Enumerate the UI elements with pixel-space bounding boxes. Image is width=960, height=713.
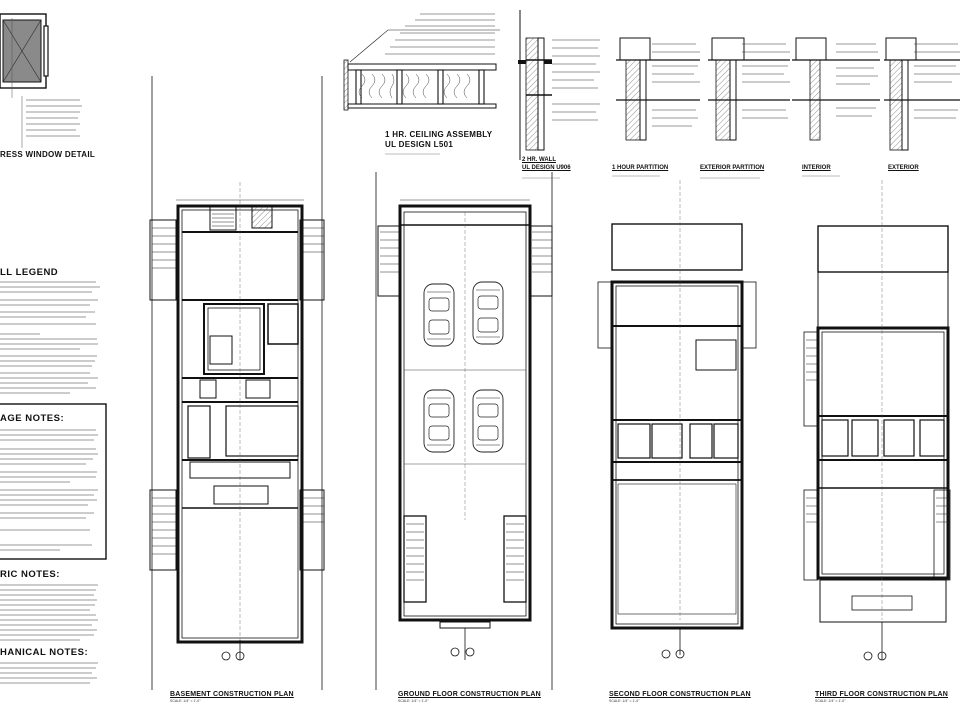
legend-heading: LL LEGEND bbox=[0, 267, 59, 278]
egress-window-detail bbox=[0, 13, 82, 148]
basement-plan-scale: SCALE: 1/4" = 1'-0" bbox=[170, 699, 201, 703]
basement-plan bbox=[149, 76, 325, 690]
ceiling-assembly-title: 1 HR. CEILING ASSEMBLY bbox=[385, 130, 493, 139]
electric-notes-heading: RIC NOTES: bbox=[0, 569, 60, 580]
mechanical-notes-heading: HANICAL NOTES: bbox=[0, 647, 89, 658]
ceiling-assembly-detail bbox=[343, 13, 500, 111]
third-floor-plan bbox=[803, 180, 951, 661]
second-floor-plan-title: SECOND FLOOR CONSTRUCTION PLAN bbox=[609, 691, 751, 698]
second-floor-plan bbox=[597, 180, 757, 659]
egress-window-detail-title: RESS WINDOW DETAIL bbox=[0, 150, 96, 159]
exterior-detail-title: EXTERIOR bbox=[888, 165, 919, 171]
wall-detail-title: 2 HR. WALL bbox=[522, 157, 556, 163]
partition-detail-title: 1 HOUR PARTITION bbox=[612, 165, 669, 171]
garage-notes-box bbox=[0, 403, 107, 560]
wall-section-details bbox=[518, 10, 960, 160]
third-floor-plan-scale: SCALE: 1/4" = 1'-0" bbox=[815, 699, 846, 703]
ground-floor-plan bbox=[375, 172, 553, 690]
basement-plan-title: BASEMENT CONSTRUCTION PLAN bbox=[170, 691, 294, 698]
ceiling-assembly-subtitle: UL DESIGN L501 bbox=[385, 140, 454, 149]
third-floor-plan-title: THIRD FLOOR CONSTRUCTION PLAN bbox=[815, 691, 948, 698]
interior-detail-title: INTERIOR bbox=[802, 165, 831, 171]
exterior-partition-detail-title: EXTERIOR PARTITION bbox=[700, 165, 765, 171]
garage-notes-heading: AGE NOTES: bbox=[0, 413, 65, 424]
ground-floor-plan-title: GROUND FLOOR CONSTRUCTION PLAN bbox=[398, 691, 541, 698]
wall-detail-subtitle: UL DESIGN U906 bbox=[522, 165, 571, 171]
second-floor-plan-scale: SCALE: 1/4" = 1'-0" bbox=[609, 699, 640, 703]
ground-floor-plan-scale: SCALE: 1/4" = 1'-0" bbox=[398, 699, 429, 703]
legend-text-lines bbox=[0, 281, 100, 394]
